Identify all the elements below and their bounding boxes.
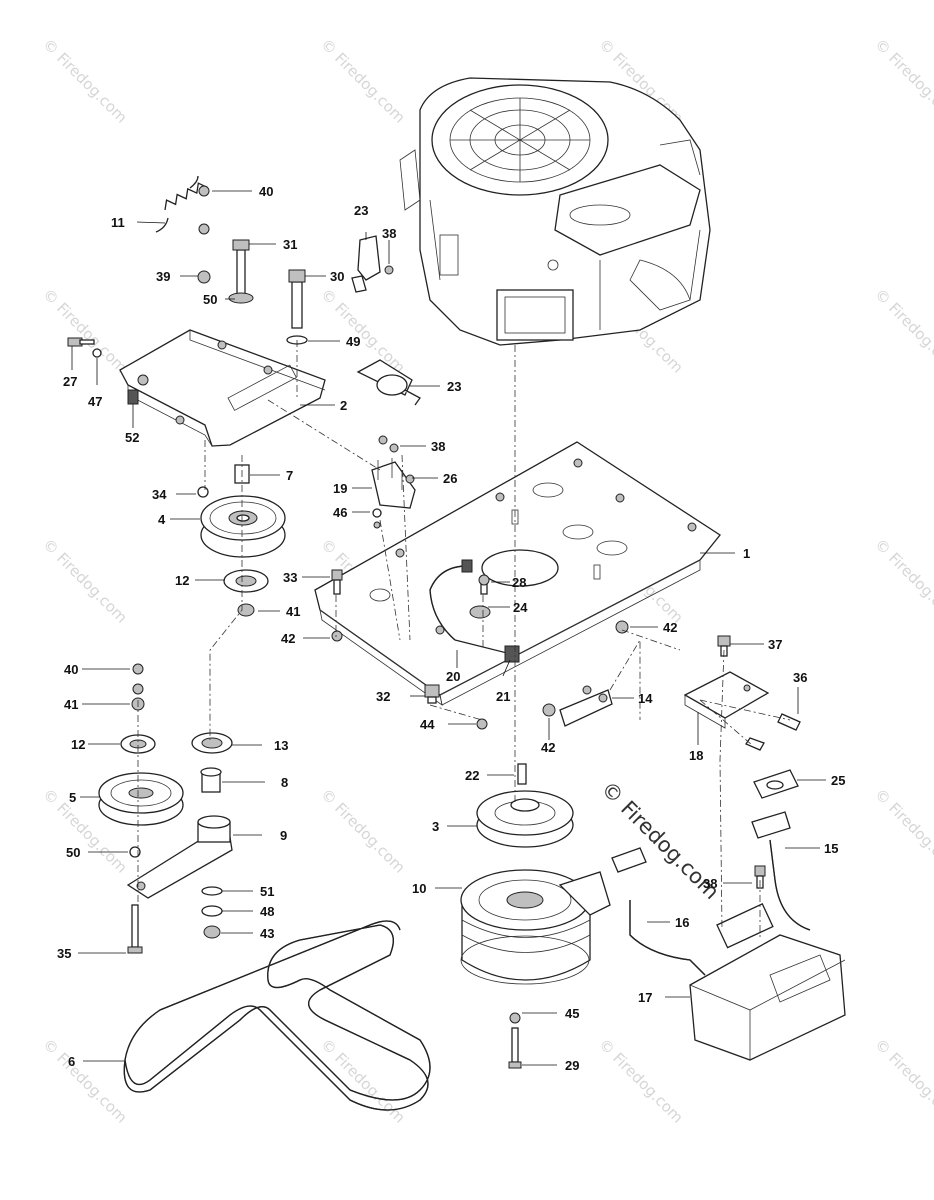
callout-11: 11	[111, 215, 125, 230]
callout-32: 32	[376, 689, 390, 704]
callout-24: 24	[513, 600, 528, 615]
callout-4: 4	[158, 512, 166, 527]
watermark-text: © Firedog.com	[39, 1035, 131, 1127]
pto-clutch-10	[460, 869, 611, 1069]
watermark-text: © Firedog.com	[871, 35, 934, 127]
callout-23: 23	[447, 379, 461, 394]
leader-lines	[71, 190, 826, 1066]
idler-arm-9	[126, 732, 233, 939]
bracket-14	[542, 685, 613, 727]
callout-37: 37	[768, 637, 782, 652]
callout-50: 50	[66, 845, 80, 860]
callout-27: 27	[63, 374, 77, 389]
callout-38: 38	[382, 226, 396, 241]
callout-14: 14	[638, 691, 653, 706]
callout-29: 29	[565, 1058, 579, 1073]
watermark-text: © Firedog.com	[871, 1035, 934, 1127]
callout-12: 12	[71, 737, 85, 752]
callout-40: 40	[64, 662, 78, 677]
callout-8: 8	[281, 775, 288, 790]
callout-22: 22	[465, 768, 479, 783]
callout-10: 10	[412, 881, 426, 896]
callout-15: 15	[824, 841, 838, 856]
callout-52: 52	[125, 430, 139, 445]
callout-28: 28	[512, 575, 526, 590]
idler-pulley-5	[98, 663, 184, 954]
callout-2: 2	[340, 398, 347, 413]
callouts: 40 11 23 38 31 39 30 50 49 27 23 47 2 52…	[57, 184, 845, 1073]
callout-45: 45	[565, 1006, 579, 1021]
callout-19: 19	[333, 481, 347, 496]
callout-5: 5	[69, 790, 76, 805]
callout-30: 30	[330, 269, 344, 284]
engine-deck-plate	[314, 441, 721, 706]
watermark-text: © Firedog.com	[39, 285, 131, 377]
callout-35: 35	[57, 946, 71, 961]
muffler-bracket-18	[683, 635, 801, 751]
callout-16: 16	[675, 915, 689, 930]
callout-13: 13	[274, 738, 288, 753]
callout-34: 34	[152, 487, 167, 502]
callout-38: 38	[431, 439, 445, 454]
callout-26: 26	[443, 471, 457, 486]
idler-bracket	[119, 329, 326, 447]
callout-6: 6	[68, 1054, 75, 1069]
callout-41: 41	[64, 697, 78, 712]
watermark-text: © Firedog.com	[595, 1035, 687, 1127]
engine-pulley-3	[476, 790, 574, 848]
watermark-text: © Firedog.com	[317, 35, 409, 127]
callout-20: 20	[446, 669, 460, 684]
callout-18: 18	[689, 748, 703, 763]
bracket-19	[371, 435, 416, 529]
callout-42: 42	[281, 631, 295, 646]
key-22	[517, 763, 527, 785]
callout-42: 42	[541, 740, 555, 755]
watermark-text: © Firedog.com	[317, 285, 409, 377]
callout-7: 7	[286, 468, 293, 483]
watermark-text: © Firedog.com	[39, 535, 131, 627]
callout-42: 42	[663, 620, 677, 635]
callout-33: 33	[283, 570, 297, 585]
callout-46: 46	[333, 505, 347, 520]
watermark-text: © Firedog.com	[317, 785, 409, 877]
callout-31: 31	[283, 237, 297, 252]
fuel-filter	[351, 235, 421, 406]
small-hardware-top-left	[67, 185, 308, 358]
callout-3: 3	[432, 819, 439, 834]
watermark-text: © Firedog.com	[871, 535, 934, 627]
callout-25: 25	[831, 773, 845, 788]
callout-44: 44	[420, 717, 435, 732]
watermark-text: © Firedog.com	[39, 35, 131, 127]
callout-36: 36	[793, 670, 807, 685]
idler-pulley-4	[197, 464, 286, 617]
callout-21: 21	[496, 689, 510, 704]
callout-17: 17	[638, 990, 652, 1005]
callout-51: 51	[260, 884, 274, 899]
assembly-centerlines	[137, 340, 791, 940]
callout-23: 23	[354, 203, 368, 218]
callout-41: 41	[286, 604, 300, 619]
callout-49: 49	[346, 334, 360, 349]
small-hardware-center	[331, 569, 629, 730]
callout-47: 47	[88, 394, 102, 409]
callout-39: 39	[156, 269, 170, 284]
muffler-17	[611, 769, 846, 1061]
callout-1: 1	[743, 546, 750, 561]
watermark-text: © Firedog.com	[871, 785, 934, 877]
callout-50: 50	[203, 292, 217, 307]
watermark-text: © Firedog.com	[871, 285, 934, 377]
callout-40: 40	[259, 184, 273, 199]
callout-48: 48	[260, 904, 274, 919]
oil-drain-hose	[429, 559, 520, 663]
callout-9: 9	[280, 828, 287, 843]
callout-12: 12	[175, 573, 189, 588]
engine	[399, 77, 711, 346]
drive-belt-6	[123, 920, 431, 1111]
callout-38: 38	[703, 876, 717, 891]
callout-43: 43	[260, 926, 274, 941]
tension-spring	[155, 175, 208, 233]
